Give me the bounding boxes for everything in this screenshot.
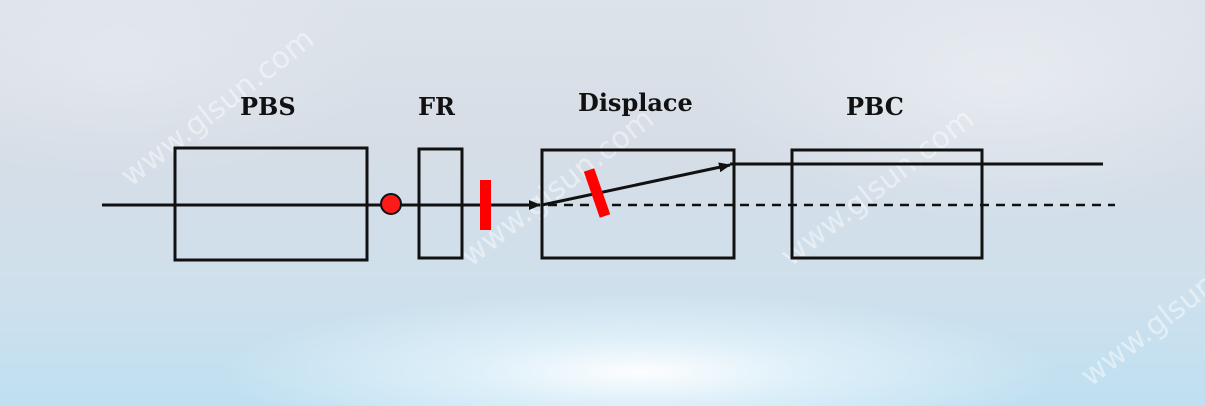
displaced-beam [541,162,731,207]
fr-label: FR [418,92,455,121]
polarization-dot [380,193,402,215]
pbc-label: PBC [846,92,904,121]
pbs-box [173,146,369,262]
displace-label: Displace [578,88,693,117]
displacer-box [540,148,736,260]
pbs-label: PBS [240,92,296,121]
tilted-polarization-bar [583,168,611,218]
fr-box [417,147,464,260]
polarization-bar [480,180,491,230]
pbc-box [790,148,984,260]
